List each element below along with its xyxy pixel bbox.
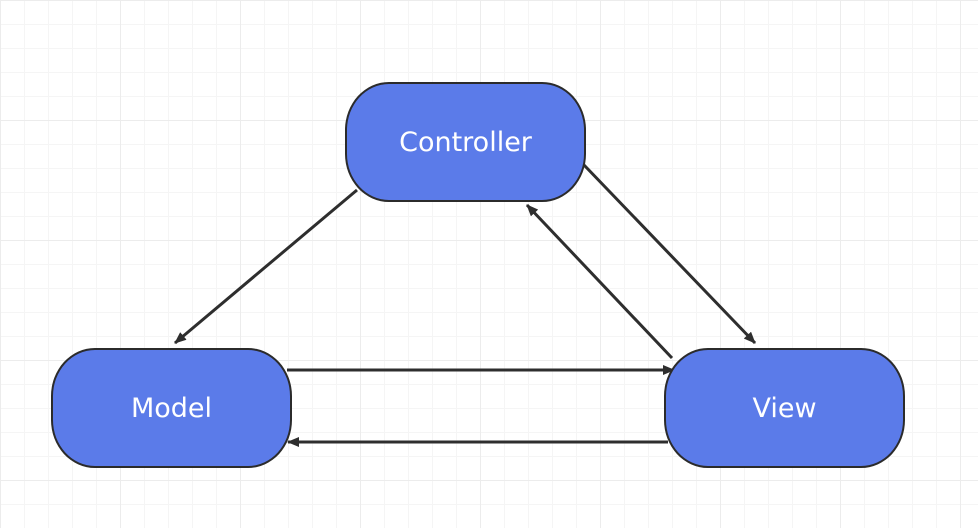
model-label: Model	[130, 392, 213, 424]
edge-view-to-controller[interactable]	[525, 203, 674, 360]
model-node[interactable]: Model	[51, 348, 292, 468]
controller-label: Controller	[399, 126, 532, 158]
controller-node[interactable]: Controller	[345, 82, 586, 202]
edge-controller-to-model[interactable]	[174, 188, 358, 345]
view-label: View	[752, 392, 817, 424]
view-node[interactable]: View	[664, 348, 905, 468]
edge-controller-to-view[interactable]	[582, 163, 757, 345]
